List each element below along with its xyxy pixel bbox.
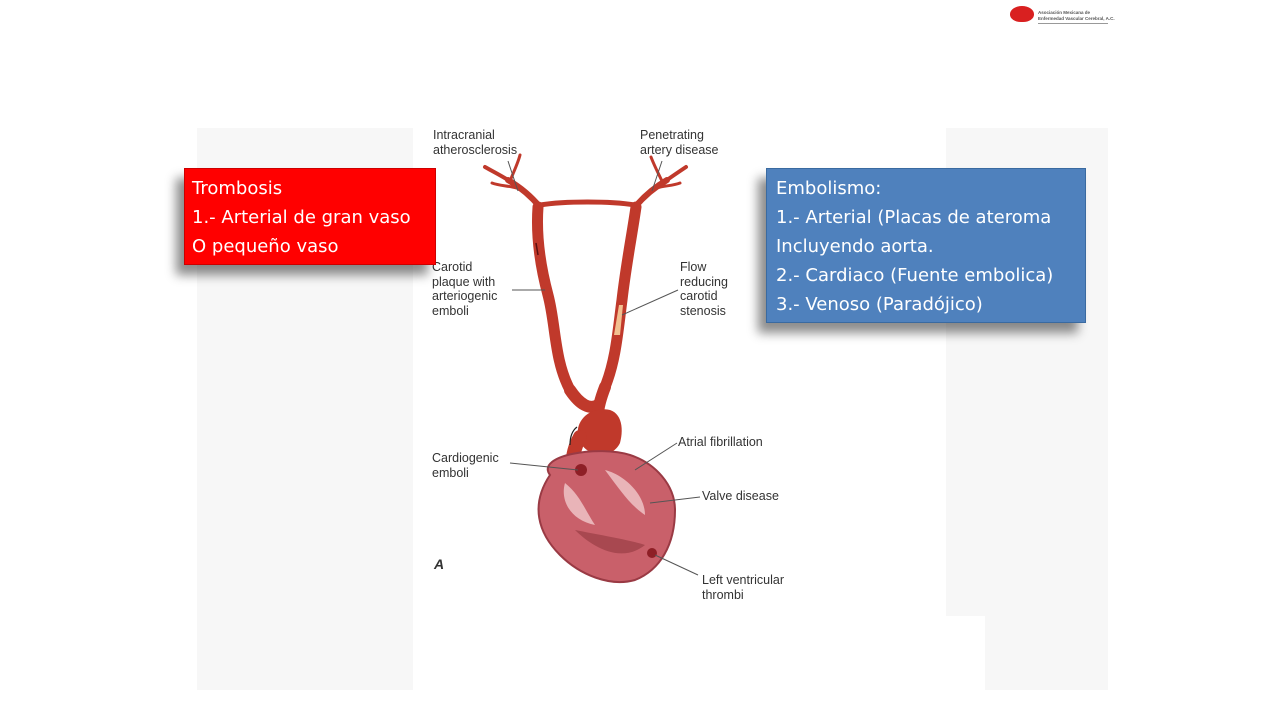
embolism-item-2: 2.- Cardiaco (Fuente embolica) xyxy=(776,265,1054,286)
embolism-item-1-cont: Incluyendo aorta. xyxy=(776,236,934,257)
thrombosis-item-1: 1.- Arterial de gran vaso xyxy=(192,207,411,228)
embolism-item-1: 1.- Arterial (Placas de ateroma xyxy=(776,207,1052,228)
background-panel-right-lower xyxy=(985,600,1108,690)
aortic-arch xyxy=(577,409,622,455)
label-valve-disease: Valve disease xyxy=(702,489,779,503)
embolism-item-3: 3.- Venoso (Paradójico) xyxy=(776,294,983,315)
heart xyxy=(537,450,677,584)
thrombosis-title: Trombosis xyxy=(192,178,283,199)
association-logo: Asociación Mexicana de Enfermedad Vascul… xyxy=(1010,4,1115,26)
leader-lines xyxy=(507,160,701,576)
embolism-title: Embolismo: xyxy=(776,178,882,199)
brain-logo-icon xyxy=(1010,6,1034,22)
panel-letter: A xyxy=(434,556,445,572)
label-atrial-fibrillation: Atrial fibrillation xyxy=(678,435,763,449)
ventricular-thrombus xyxy=(647,548,657,558)
thrombosis-item-2: O pequeño vaso xyxy=(192,236,339,257)
thrombosis-callout: Trombosis 1.- Arterial de gran vaso O pe… xyxy=(184,168,436,265)
carotid-stenosis-plaque xyxy=(614,305,623,335)
logo-rule xyxy=(1038,23,1108,24)
logo-line-1: Asociación Mexicana de xyxy=(1038,10,1091,15)
arterial-tree-illustration xyxy=(483,153,701,584)
embolism-callout: Embolismo: 1.- Arterial (Placas de atero… xyxy=(766,168,1086,323)
cardiogenic-embolus xyxy=(575,464,587,476)
logo-line-2: Enfermedad Vascular Cerebral, A.C. xyxy=(1038,16,1115,21)
